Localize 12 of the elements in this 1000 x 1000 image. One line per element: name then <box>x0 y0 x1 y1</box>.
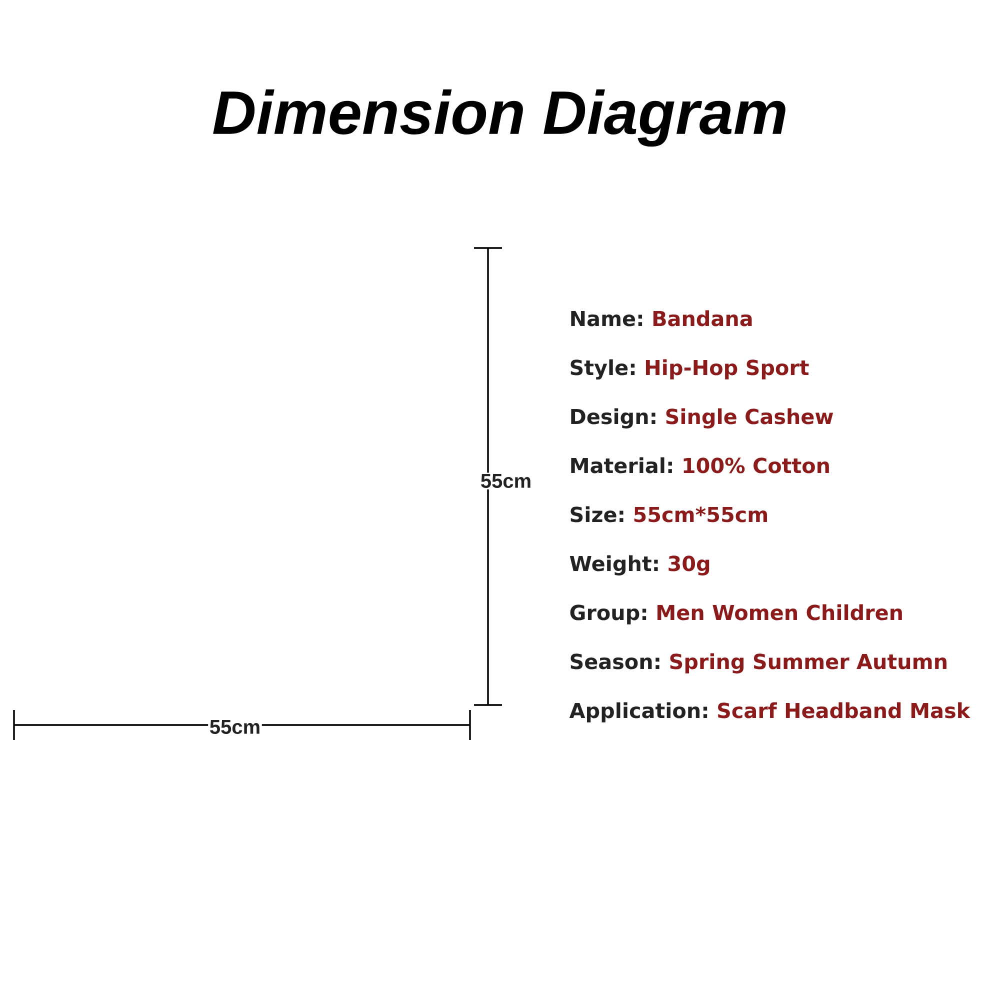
title: Dimension Diagram <box>213 89 786 147</box>
spec-line: Season: Spring Summer Autumn <box>570 653 946 674</box>
spec-line: Name: Bandana <box>571 310 752 326</box>
spec-line: Material: 100% Cotton <box>571 457 829 474</box>
dimension-label: 55cm <box>481 474 530 488</box>
spec-line: Size: 55cm*55cm <box>570 506 768 522</box>
spec-line: Design: Single Cashew <box>571 408 834 428</box>
spec-line: Application: Scarf Headband Mask <box>569 702 970 722</box>
dimension-label: 55cm <box>210 720 260 734</box>
spec-line: Group: Men Women Children <box>570 604 902 624</box>
spec-line: Weight: 30g <box>570 555 710 576</box>
spec-line: Style: Hip-Hop Sport <box>570 359 809 380</box>
